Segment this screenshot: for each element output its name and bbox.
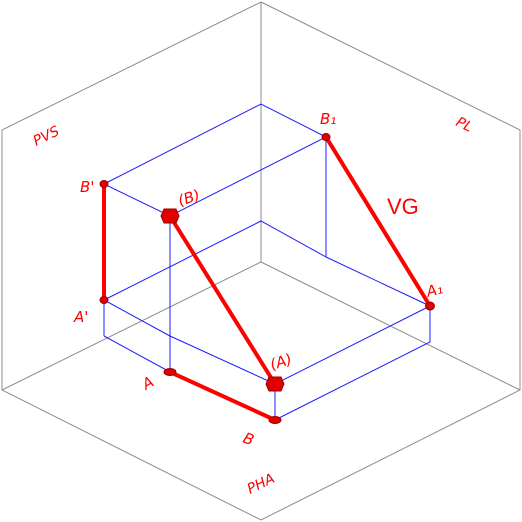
left-axis (1, 261, 262, 391)
label-b: B (241, 429, 257, 449)
label-a: A (138, 373, 157, 394)
point-a-space (265, 376, 285, 392)
box-edge (169, 335, 276, 385)
plane-label-pl: PL (453, 114, 475, 136)
label-b1: B₁ (320, 110, 336, 128)
segment-a1-b1-true-length (324, 135, 432, 308)
point-b-space (160, 208, 180, 224)
box-top-face (102, 103, 328, 217)
label-b-prime: B' (80, 178, 94, 196)
label-a-paren: (A) (268, 350, 294, 374)
point-b-prime (99, 180, 109, 188)
label-a-prime: A' (73, 308, 88, 326)
segment-a-b-space (168, 214, 277, 386)
point-a-prime (99, 296, 109, 304)
plane-label-pvs: PVS (31, 123, 62, 149)
box-edge (103, 299, 171, 337)
segment-a-b-horizontal (168, 370, 277, 422)
projected-segments (102, 135, 432, 422)
point-a (163, 368, 177, 376)
construction-box (102, 103, 431, 421)
plane-label-pha: PHA (245, 471, 278, 498)
box-back-lower (103, 220, 327, 301)
label-b-paren: (B) (176, 186, 202, 210)
point-b1 (321, 133, 331, 141)
point-a1 (425, 301, 435, 311)
points (99, 133, 435, 424)
label-a1: A₁ (423, 279, 444, 301)
box-edge (274, 305, 431, 385)
true-length-label: VG (387, 194, 419, 219)
box-right-side (274, 256, 431, 421)
point-b (268, 416, 282, 424)
